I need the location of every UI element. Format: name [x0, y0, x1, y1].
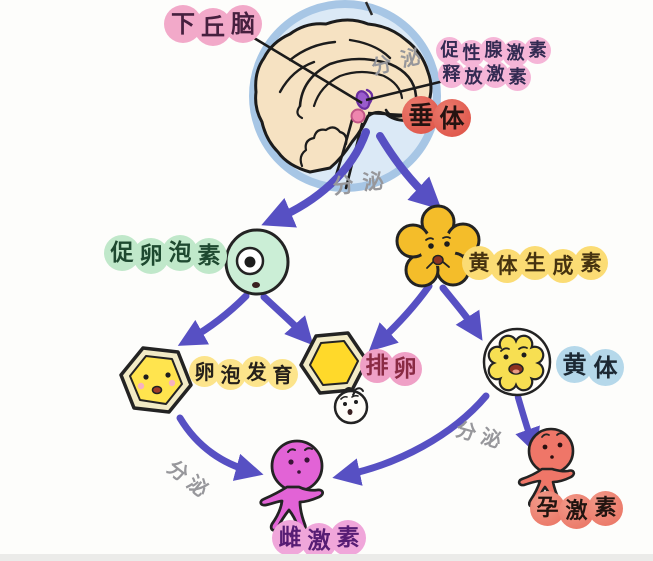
flower-icon: [395, 204, 481, 288]
follicle-hexagon-icon: [119, 346, 193, 414]
egg-cell-icon: [224, 228, 290, 296]
follicle-development-label: 卵泡发育: [189, 356, 298, 390]
corpus-luteum-label: 黄体: [556, 346, 624, 386]
arrow-luteum-to-estrogen: [332, 392, 490, 486]
estrogen-figure-icon: [259, 439, 324, 532]
estrogen-label: 雌激素: [272, 520, 366, 559]
gnrh-label-line2: 释放激素: [438, 61, 551, 91]
gnrh-label: 促性腺激素 释放激素: [436, 37, 551, 91]
progesterone-figure-icon: [517, 427, 576, 508]
pituitary-label: 垂体: [402, 96, 471, 137]
corpus-luteum-icon: [482, 327, 552, 397]
pointer-line-gnrh: [365, 78, 449, 102]
progesterone-label: 孕激素: [530, 491, 623, 529]
arrow-lh-to-luteum: [439, 284, 483, 341]
arrow-fsh-to-follicle: [177, 292, 250, 346]
lh-label: 黄体生成素: [462, 246, 608, 283]
arrow-pituitary-to-fsh: [261, 128, 370, 228]
pointer-line-hypothalamus: [253, 36, 363, 105]
ovum-icon: [333, 387, 369, 425]
arrow-luteum-to-progesterone: [514, 393, 540, 455]
fsh-label: 促卵泡素: [104, 235, 227, 274]
pointer-line-pituitary: [367, 111, 405, 117]
image-bottom-edge: [0, 554, 653, 561]
gnrh-label-line1: 促性腺激素: [436, 37, 551, 67]
ovulation-hexagon-icon: [299, 331, 369, 395]
arrow-fsh-to-ovulation: [260, 293, 314, 346]
arrow-follicle-to-estrogen: [176, 414, 264, 481]
hypothalamus-label: 下丘脑: [164, 5, 262, 46]
head-top-mark: [364, 1, 374, 16]
arrow-pituitary-to-lh: [376, 132, 442, 210]
brain-icon: [254, 18, 433, 190]
ovulation-label: 排卵: [360, 349, 422, 386]
arrow-lh-to-ovulation: [368, 282, 433, 352]
